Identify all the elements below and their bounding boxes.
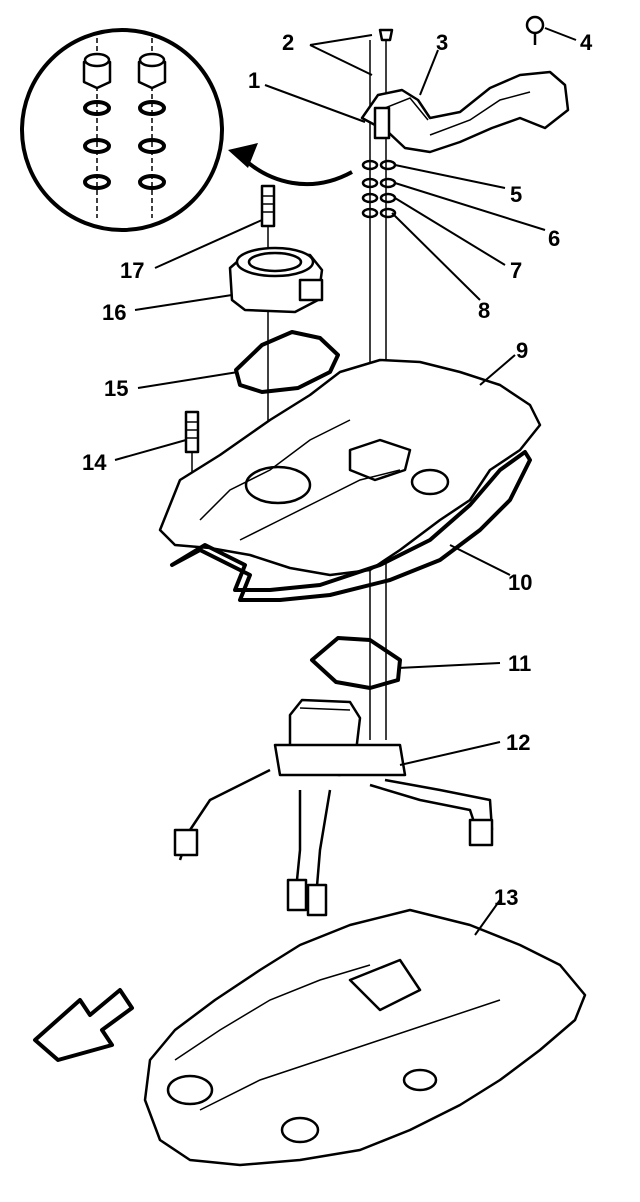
- stud-part-17: [260, 184, 276, 228]
- seal-part-11: [310, 636, 402, 690]
- callout-1: 1: [248, 68, 260, 93]
- throttle-body-part-16: [228, 246, 324, 314]
- callout-2: 2: [282, 30, 294, 55]
- curved-arrow-icon: [228, 143, 353, 186]
- fuel-injector-part-12: [173, 698, 494, 917]
- callout-14: 14: [82, 450, 107, 475]
- gasket-part-10: [170, 450, 532, 602]
- callout-9: 9: [516, 338, 528, 363]
- lower-intake-manifold-part-13: [143, 908, 587, 1167]
- callout-8: 8: [478, 298, 490, 323]
- callout-3: 3: [436, 30, 448, 55]
- detail-nut-right: [137, 52, 167, 90]
- callout-17: 17: [120, 258, 144, 283]
- stud-part-14: [184, 410, 200, 454]
- stud-washers: [361, 159, 397, 219]
- callout-5: 5: [510, 182, 522, 207]
- callout-10: 10: [508, 570, 532, 595]
- callout-7: 7: [510, 258, 522, 283]
- callout-6: 6: [548, 226, 560, 251]
- callout-16: 16: [102, 300, 126, 325]
- callout-11: 11: [508, 651, 531, 676]
- bolt-part-4: [525, 15, 545, 45]
- fuel-bracket: [360, 28, 570, 154]
- detail-washers: [83, 100, 166, 190]
- leader-lines: [114, 27, 577, 936]
- callout-labels: 1 2 3 4 5 6 7 8 9 10 11 12 13 14 15 16 1…: [82, 30, 593, 910]
- detail-nut-left: [82, 52, 112, 90]
- magnified-detail-circle-icon: [20, 28, 224, 232]
- callout-12: 12: [506, 730, 530, 755]
- front-direction-arrow-icon: [33, 988, 134, 1062]
- upper-intake-manifold-part-9: [158, 358, 542, 577]
- callout-15: 15: [104, 376, 128, 401]
- gasket-part-15: [234, 330, 340, 394]
- callout-4: 4: [580, 30, 593, 55]
- callout-13: 13: [494, 885, 518, 910]
